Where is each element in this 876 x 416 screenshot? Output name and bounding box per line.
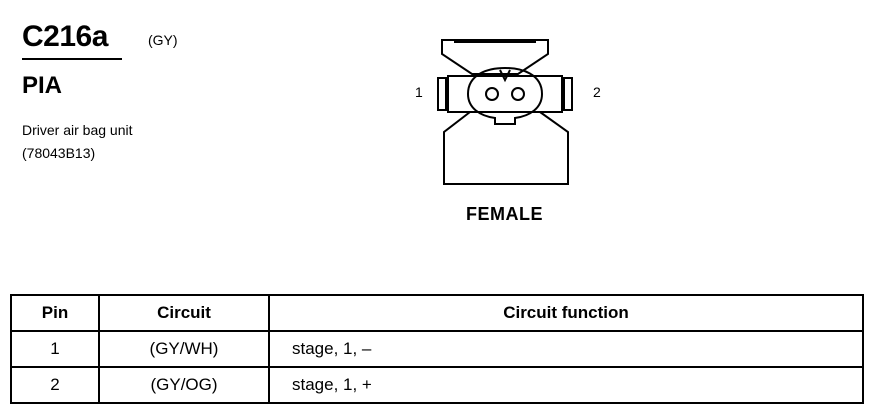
connector-right-latch	[563, 77, 573, 111]
pin-cavity-1	[485, 87, 499, 101]
connector-left-latch	[437, 77, 447, 111]
component-description: Driver air bag unit	[22, 122, 133, 138]
cell-function: stage, 1, –	[268, 330, 864, 368]
system-code: PIA	[22, 72, 63, 99]
header-circuit: Circuit	[98, 294, 270, 332]
connector-center-bar	[447, 75, 563, 113]
header-circuit-function: Circuit function	[268, 294, 864, 332]
connector-top-tab	[441, 39, 549, 75]
pin-label-2: 2	[593, 84, 601, 100]
cell-circuit: (GY/WH)	[98, 330, 270, 368]
cell-circuit: (GY/OG)	[98, 366, 270, 404]
connector-key-notch	[499, 69, 511, 83]
header-pin: Pin	[10, 294, 100, 332]
connector-id: C216a	[22, 20, 108, 53]
pin-cavity-2	[511, 87, 525, 101]
cell-function: stage, 1, +	[268, 366, 864, 404]
connector-face-diagram	[437, 39, 573, 185]
table-header-row: Pin Circuit Circuit function	[10, 294, 864, 332]
component-part-number: (78043B13)	[22, 145, 96, 161]
cell-pin: 1	[10, 330, 100, 368]
connector-pin-housing	[466, 66, 544, 125]
connector-color-code: (GY)	[148, 32, 178, 48]
cell-pin: 2	[10, 366, 100, 404]
pin-table: Pin Circuit Circuit function 1 (GY/WH) s…	[10, 294, 864, 404]
table-row: 2 (GY/OG) stage, 1, +	[10, 366, 864, 404]
pin-label-1: 1	[415, 84, 423, 100]
title-underline	[22, 58, 122, 60]
connector-bottom-housing	[443, 111, 569, 185]
connector-gender-label: FEMALE	[466, 204, 543, 224]
table-row: 1 (GY/WH) stage, 1, –	[10, 330, 864, 368]
